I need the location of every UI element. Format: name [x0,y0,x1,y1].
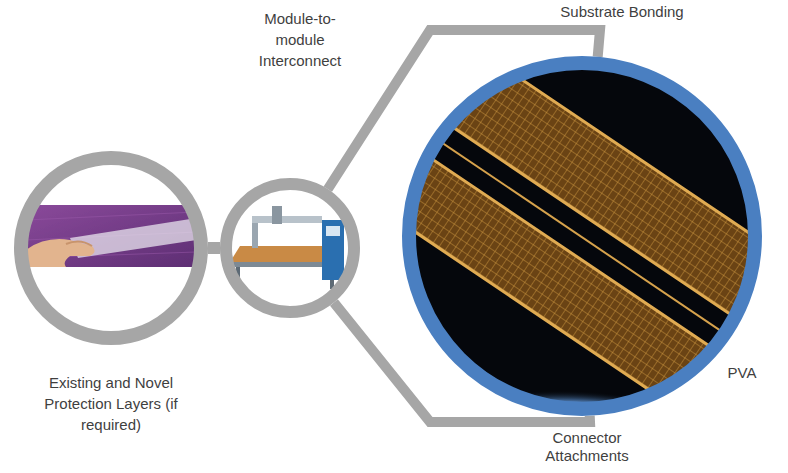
circle-node: PVA [402,56,762,416]
connector-label: Connector Attachments [537,429,637,465]
circle-node: Existing and Novel Protection Layers (if… [14,151,208,345]
ring-outline [226,184,354,312]
ring-outline [21,158,201,338]
ring-outline [409,63,755,409]
circle-ring [220,178,360,318]
solar-array-photo [230,32,788,473]
circle-node: Module-to- module Interconnect [220,178,360,318]
circle-ring [14,151,208,345]
circle-ring [402,56,762,416]
connector-line [208,242,220,254]
node-label: Module-to- module Interconnect [238,8,362,71]
connector-label: Substrate Bonding [532,3,712,21]
node-label: PVA [712,362,772,383]
node-label: Existing and Novel Protection Layers (if… [31,372,191,435]
